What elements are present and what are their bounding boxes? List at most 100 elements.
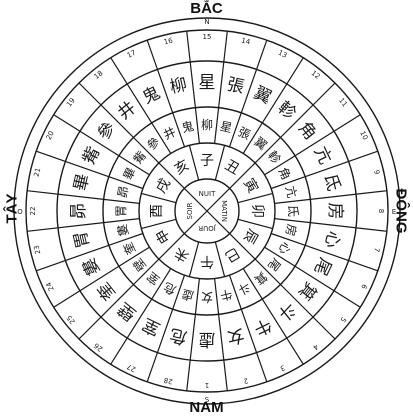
- inner-glyph: 亥: [172, 157, 192, 178]
- center-divider: [206, 187, 231, 212]
- outer-divider: [305, 244, 378, 272]
- outer-number: 3: [279, 363, 286, 372]
- inner-glyph: 未: [172, 244, 192, 265]
- outer-glyph: 胃: [71, 229, 94, 250]
- inner-divider: [214, 145, 226, 181]
- outer-glyph: 心: [320, 229, 343, 250]
- outer-glyph: 箕: [294, 278, 320, 304]
- outer-divider: [280, 284, 336, 340]
- middle-divider: [242, 268, 263, 300]
- middle-glyph: 張: [236, 125, 253, 143]
- outer-number: 7: [372, 247, 381, 253]
- outer-glyph: 壁: [114, 298, 140, 324]
- inner-glyph: 卯: [249, 204, 265, 218]
- outer-number: 12: [310, 69, 322, 81]
- outer-number: 28: [163, 376, 173, 386]
- middle-glyph: 胃: [114, 205, 128, 217]
- middle-divider: [264, 155, 296, 176]
- outer-number: 16: [163, 36, 174, 46]
- inner-divider: [229, 162, 256, 189]
- inner-divider: [158, 162, 185, 189]
- center-label: NUIT: [199, 190, 216, 198]
- inner-glyph: 子: [200, 153, 214, 169]
- south-label: NAM: [189, 399, 224, 416]
- outer-divider: [27, 222, 104, 232]
- middle-divider: [118, 155, 150, 176]
- outer-number: 18: [93, 69, 105, 81]
- middle-glyph: 畢: [121, 165, 139, 182]
- east-label: ĐÔNG: [392, 188, 410, 234]
- outer-glyph: 斗: [274, 298, 300, 324]
- outer-divider: [110, 298, 153, 365]
- outer-glyph: 昴: [69, 203, 89, 220]
- middle-glyph: 亢: [283, 184, 300, 199]
- outer-number: 5: [338, 315, 347, 323]
- south-letter: S: [205, 396, 210, 404]
- outer-glyph: 觜: [79, 144, 104, 168]
- outer-number: 13: [277, 49, 289, 60]
- outer-number: 10: [358, 130, 369, 142]
- ring-dividers: [27, 31, 387, 391]
- inner-divider: [158, 233, 185, 260]
- outer-number: 26: [92, 341, 104, 353]
- outer-number: 14: [240, 37, 251, 47]
- inner-divider: [188, 241, 200, 277]
- middle-divider: [271, 232, 306, 246]
- outer-number: 6: [359, 283, 368, 291]
- outer-glyph: 軫: [274, 98, 300, 124]
- inner-glyph: 丑: [222, 157, 242, 178]
- middle-glyph: 氐: [286, 205, 300, 217]
- inner-divider: [214, 241, 226, 277]
- outer-divider: [110, 57, 153, 124]
- outer-glyph: 牛: [251, 314, 275, 339]
- center-divider: [183, 210, 208, 235]
- outer-number: 1: [205, 381, 209, 389]
- middle-glyph: 婁: [115, 223, 131, 238]
- middle-divider: [274, 218, 311, 224]
- inner-glyph: 辰: [240, 226, 261, 246]
- outer-divider: [310, 222, 387, 232]
- middle-glyph-ring: 女牛斗箕尾心房氐亢角軫翼張星柳鬼井參觜畢昴胃婁奎壁室危虛: [114, 118, 300, 305]
- outer-divider: [78, 284, 134, 340]
- outer-glyph: 奎: [94, 278, 120, 304]
- outer-glyph: 翼: [251, 83, 275, 108]
- outer-divider: [36, 244, 109, 272]
- outer-glyph: 房: [325, 203, 345, 220]
- inner-glyph: 午: [200, 253, 214, 269]
- inner-glyph: 巳: [222, 244, 242, 265]
- outer-number: 19: [65, 97, 77, 109]
- outer-glyph: 井: [114, 98, 140, 124]
- outer-glyph: 亢: [310, 144, 335, 168]
- center-label: MATIN: [220, 200, 228, 222]
- middle-divider: [108, 176, 143, 190]
- middle-divider: [172, 275, 186, 310]
- outer-divider: [280, 82, 336, 138]
- inner-divider: [188, 145, 200, 181]
- middle-glyph: 心: [276, 240, 294, 257]
- middle-divider: [242, 122, 263, 154]
- outer-number: 24: [44, 280, 55, 292]
- middle-glyph: 柳: [201, 118, 213, 132]
- outer-number: 2: [243, 376, 249, 385]
- middle-divider: [254, 258, 281, 285]
- middle-divider: [214, 278, 220, 315]
- outer-divider: [36, 150, 109, 178]
- outer-divider: [218, 314, 228, 391]
- north-label: BẮC: [190, 0, 223, 17]
- inner-divider: [237, 218, 273, 230]
- middle-divider: [271, 176, 306, 190]
- middle-glyph: 井: [161, 125, 178, 143]
- inner-divider: [237, 192, 273, 204]
- middle-divider: [133, 137, 160, 164]
- outer-number: 20: [45, 130, 56, 142]
- inner-glyph: 戌: [153, 176, 174, 196]
- inner-divider: [229, 233, 256, 260]
- outer-divider: [53, 114, 120, 157]
- center-divider: [183, 187, 208, 212]
- middle-glyph: 危: [161, 280, 178, 298]
- middle-glyph: 角: [276, 165, 294, 182]
- middle-divider: [151, 122, 172, 154]
- east-letter: E: [392, 208, 396, 216]
- middle-divider: [103, 198, 140, 204]
